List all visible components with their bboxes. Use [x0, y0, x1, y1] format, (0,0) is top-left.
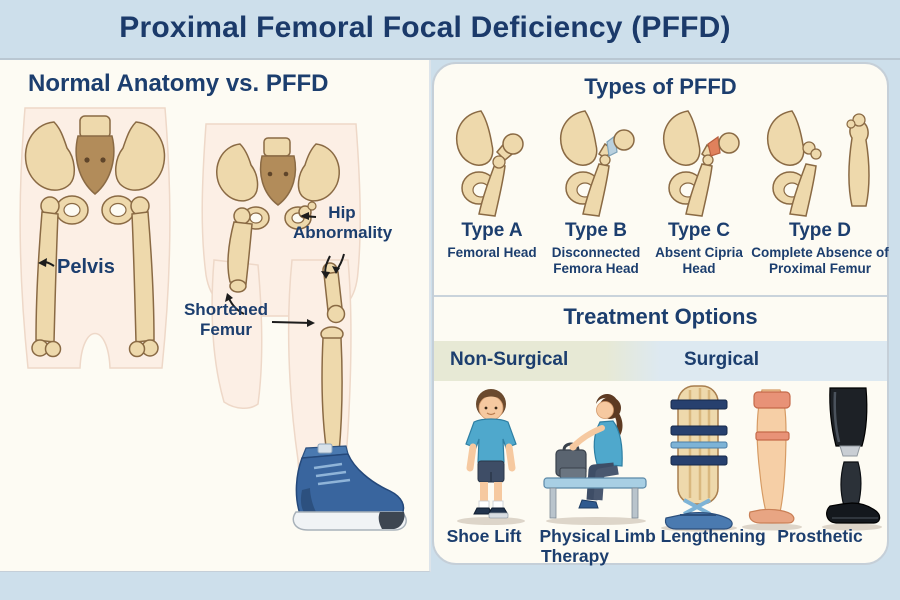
type-b-desc: Disconnected Femora Head	[551, 245, 641, 276]
shortened-femur-label: Shortened Femur	[183, 300, 269, 339]
physical-therapy-illustration	[534, 380, 659, 532]
types-row: Type A Femoral Head Type B Disconnected …	[438, 106, 889, 296]
anatomy-illustration	[19, 107, 407, 531]
physical-therapy-label: Physical Therapy	[539, 526, 611, 566]
prosthetic-label: Prosthetic	[777, 526, 863, 546]
type-c-name: Type C	[668, 220, 730, 241]
right-info-card: Types of PFFD Type A Femoral Head	[432, 62, 889, 565]
type-c-hip-icon	[662, 110, 740, 217]
hip-abnormality-label: Hip Abnormality	[293, 203, 393, 242]
types-panel-heading: Types of PFFD	[584, 74, 737, 99]
type-d-column: Type D Complete Absence of Proximal Femu…	[750, 106, 890, 277]
surgical-category-label: Surgical	[684, 349, 759, 370]
type-a-column: Type A Femoral Head	[440, 106, 544, 261]
type-a-name: Type A	[461, 220, 523, 241]
type-a-desc: Femoral Head	[447, 245, 537, 260]
limb-lengthening-illustration	[652, 382, 747, 537]
prosthetic-illustration	[734, 382, 884, 537]
limb-lengthening-label: Limb Lengthening	[614, 526, 766, 546]
pelvis-label: Pelvis	[57, 256, 115, 278]
type-d-name: Type D	[789, 220, 851, 241]
type-d-desc: Complete Absence of Proximal Femur	[751, 245, 889, 276]
sneaker-illustration	[292, 443, 407, 531]
normal-anatomy-figure	[19, 107, 171, 369]
shoe-lift-illustration	[444, 382, 539, 532]
braced-leg	[748, 389, 795, 524]
type-b-column: Type B Disconnected Femora Head	[544, 106, 648, 277]
type-c-desc: Absent Cipria Head	[655, 245, 743, 276]
arrowheads	[38, 212, 340, 327]
type-b-hip-icon	[559, 110, 635, 217]
type-b-name: Type B	[565, 220, 627, 241]
type-d-hip-icon	[767, 110, 870, 217]
pffd-figure	[201, 123, 407, 531]
type-c-column: Type C Absent Cipria Head	[648, 106, 750, 277]
title-divider	[0, 58, 900, 60]
shoe-lift-label: Shoe Lift	[446, 526, 522, 546]
normal-vs-pffd-panel: Normal Anatomy vs. PFFD Pelvis Hip Abnor…	[0, 60, 431, 572]
page-title: Proximal Femoral Focal Deficiency (PFFD)	[119, 11, 731, 44]
card-section-divider	[434, 295, 887, 297]
treatment-panel-heading: Treatment Options	[563, 304, 758, 329]
non-surgical-category-label: Non-Surgical	[450, 349, 569, 370]
type-a-hip-icon	[455, 110, 524, 217]
left-panel-heading: Normal Anatomy vs. PFFD	[28, 70, 329, 97]
treatment-category-band: Non-Surgical Surgical	[434, 341, 887, 381]
prosthetic-leg	[826, 387, 881, 524]
